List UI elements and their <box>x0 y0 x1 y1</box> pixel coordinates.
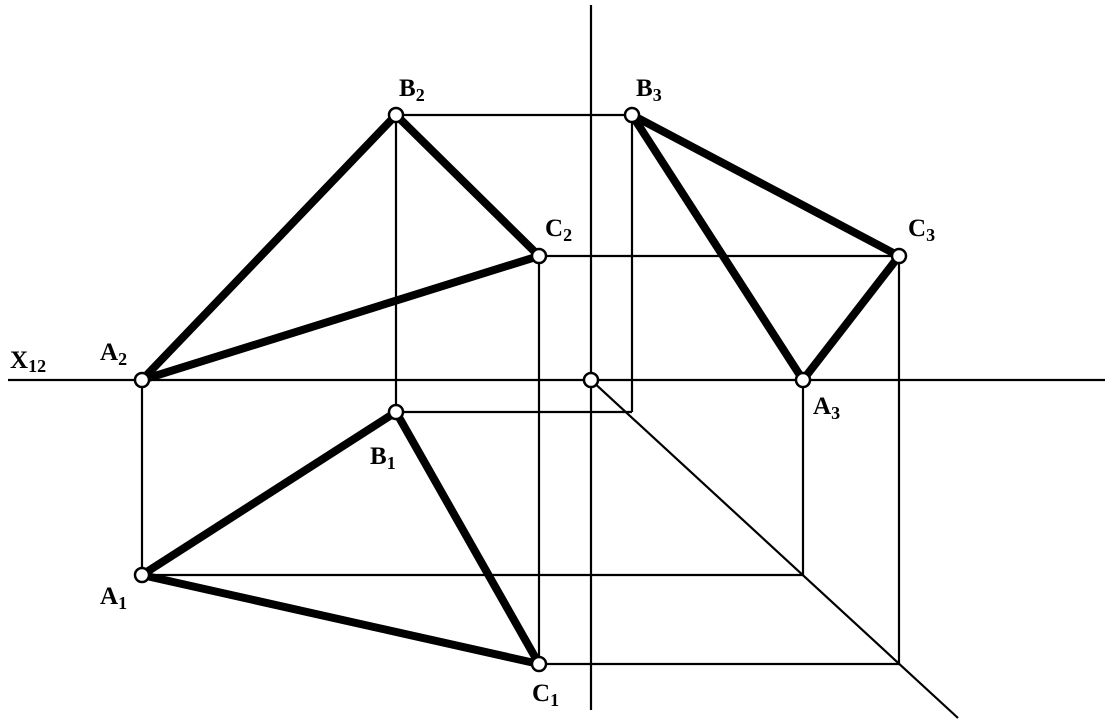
label-b2: B2 <box>399 75 425 105</box>
point-a2-marker <box>133 371 151 389</box>
edge-a1-b1 <box>138 408 400 579</box>
point-c1-marker <box>530 655 548 673</box>
point-a3-marker <box>794 371 812 389</box>
point-b1-marker <box>387 403 405 421</box>
edge-a2-c2 <box>138 252 543 384</box>
edge-b1-c1 <box>392 408 543 668</box>
label-a3: A3 <box>813 393 840 423</box>
point-a1-marker <box>133 566 151 584</box>
point-b2-marker <box>387 106 405 124</box>
label-c2: C2 <box>545 215 572 245</box>
label-a1: A1 <box>100 583 127 613</box>
constant-line-45deg <box>590 379 959 719</box>
label-a2: A2 <box>100 339 127 369</box>
label-b1: B1 <box>370 443 396 473</box>
edge-c3-a3 <box>799 252 903 384</box>
edge-b3-a3 <box>628 111 807 384</box>
edge-a1-c1 <box>138 571 543 668</box>
label-b3: B3 <box>636 75 662 105</box>
axis-label-x12: X12 <box>10 347 46 376</box>
origin-marker <box>582 371 600 389</box>
point-b3-marker <box>623 106 641 124</box>
edge-b2-c2 <box>392 111 543 260</box>
label-c1: C1 <box>532 680 559 710</box>
edge-b3-c3 <box>628 111 903 260</box>
label-c3: C3 <box>908 215 935 245</box>
point-c3-marker <box>890 247 908 265</box>
point-c2-marker <box>530 247 548 265</box>
edge-a2-b2 <box>138 111 400 384</box>
